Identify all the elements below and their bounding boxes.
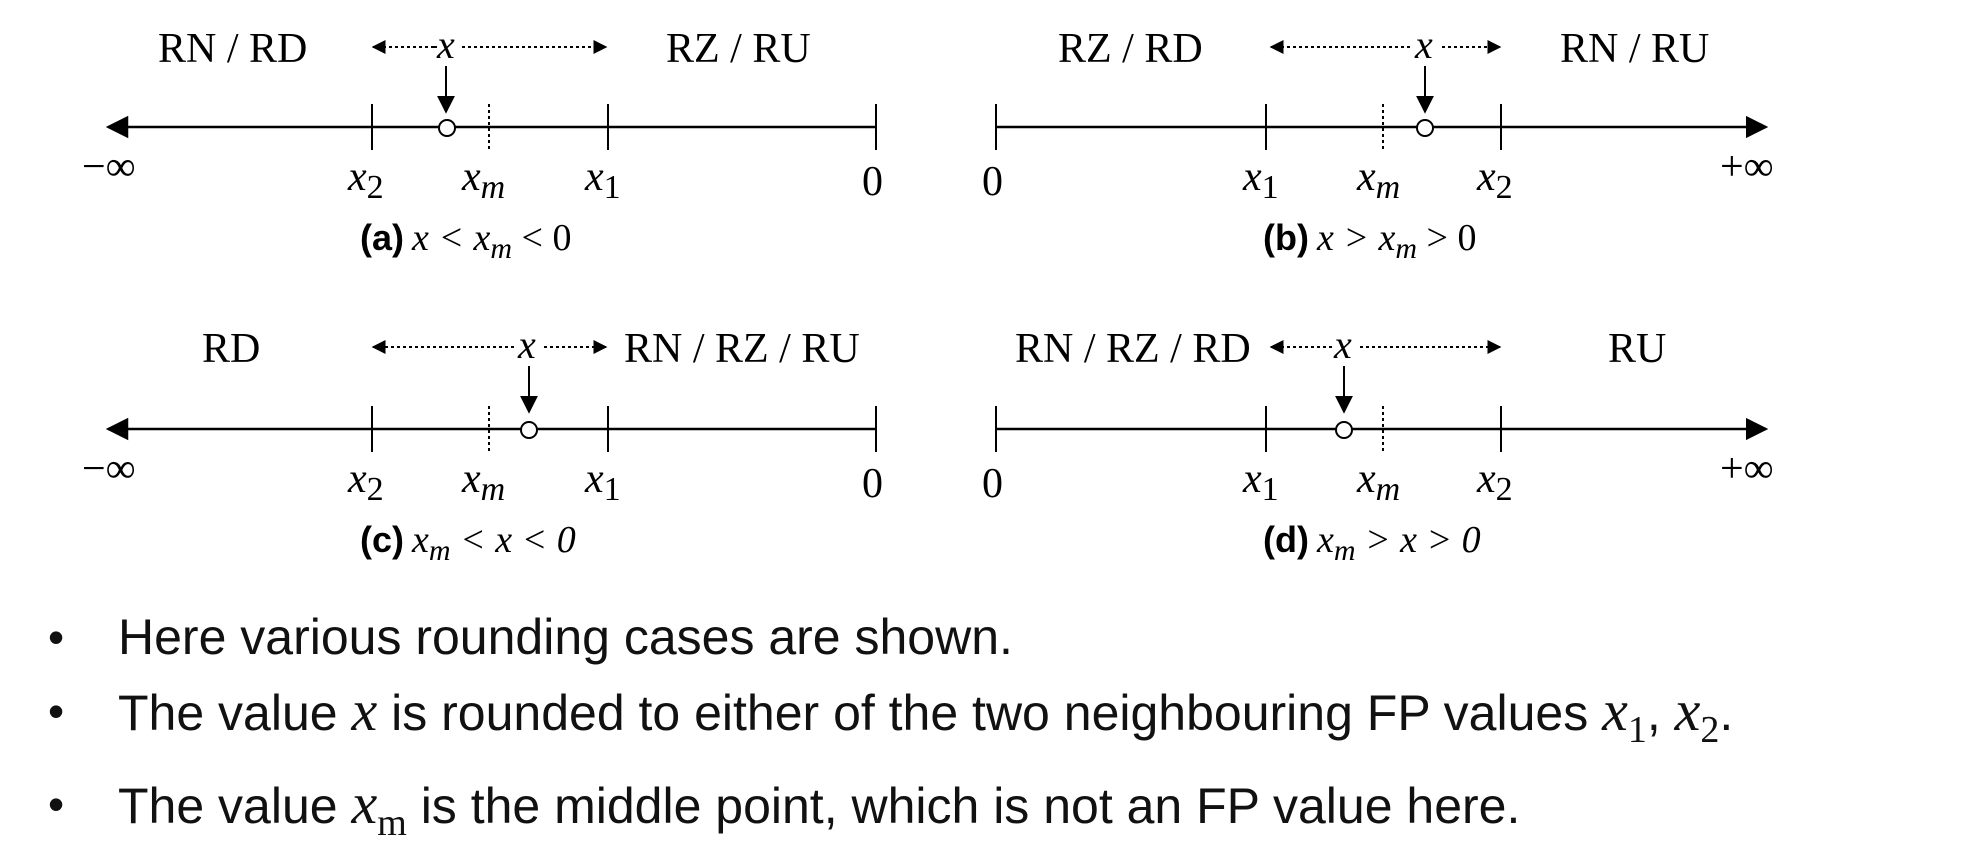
panel-c-left-label: RD bbox=[202, 326, 260, 372]
bullet-text-post: . bbox=[1719, 685, 1734, 741]
math-sub-m: m bbox=[377, 802, 407, 844]
panel-a-caption: (a)x < xm < 0 bbox=[360, 217, 571, 265]
panel-d-x-point bbox=[1335, 421, 1353, 439]
panel-d-label-xm: xm bbox=[1356, 456, 1400, 508]
panel-c-right-label: RN / RZ / RU bbox=[624, 326, 860, 372]
panel-a-label-x2: x2 bbox=[347, 154, 384, 206]
panel-a-axis-end-left: −∞ bbox=[82, 144, 136, 190]
panel-a: RN / RD RZ / RU x −∞ 0 x2 xm x1 (a)x < x… bbox=[82, 22, 883, 265]
panel-b-label-x1: x1 bbox=[1242, 154, 1279, 206]
panel-b-right-label: RN / RU bbox=[1560, 26, 1709, 72]
math-var-x2: x bbox=[1674, 678, 1701, 743]
panel-c-axis-end-left: −∞ bbox=[82, 446, 136, 492]
bullet-item: • Here various rounding cases are shown. bbox=[48, 600, 1733, 674]
panel-c-axis-end-right: 0 bbox=[862, 461, 883, 507]
bullet-symbol: • bbox=[48, 685, 65, 737]
panel-c: RD RN / RZ / RU x −∞ 0 x2 xm x1 (c)xm < … bbox=[82, 322, 883, 567]
panel-c-label-xm: xm bbox=[461, 456, 505, 508]
panel-c-label-x1: x1 bbox=[584, 456, 621, 508]
panel-d-right-label: RU bbox=[1608, 326, 1666, 372]
bullet-text: Here various rounding cases are shown. bbox=[118, 609, 1013, 665]
panel-d-axis-end-left: 0 bbox=[982, 461, 1003, 507]
bullet-text-mid: is rounded to either of the two neighbou… bbox=[377, 685, 1603, 741]
panel-d-axis-end-right: +∞ bbox=[1720, 446, 1774, 492]
panel-a-right-label: RZ / RU bbox=[666, 26, 811, 72]
panel-d-caption: (d)xm > x > 0 bbox=[1263, 519, 1481, 567]
panel-d: RN / RZ / RD RU x 0 +∞ x1 xm x2 (d)xm > … bbox=[982, 322, 1774, 567]
bullet-text-sep: , bbox=[1646, 685, 1675, 741]
panel-b: RZ / RD RN / RU x 0 +∞ x1 xm x2 (b)x > x… bbox=[982, 22, 1774, 265]
panel-a-label-xm: xm bbox=[461, 154, 505, 206]
panel-b-axis-end-left: 0 bbox=[982, 159, 1003, 205]
bullet-symbol: • bbox=[48, 778, 65, 830]
panel-a-x-point bbox=[438, 119, 456, 137]
bullet-text-pre: The value bbox=[118, 685, 352, 741]
panel-a-label-x1: x1 bbox=[584, 154, 621, 206]
explanation-bullets: • Here various rounding cases are shown.… bbox=[48, 600, 1733, 860]
panel-c-x-point bbox=[520, 421, 538, 439]
panel-d-x-label: x bbox=[1333, 322, 1352, 367]
math-var-x1: x bbox=[1602, 678, 1628, 743]
bullet-item: • The value x is rounded to either of th… bbox=[48, 674, 1733, 767]
bullet-item: • The value xm is the middle point, whic… bbox=[48, 767, 1733, 860]
panel-b-label-x2: x2 bbox=[1476, 154, 1513, 206]
panel-a-x-label: x bbox=[436, 22, 455, 67]
panel-c-x-label: x bbox=[517, 322, 536, 367]
panel-d-label-x1: x1 bbox=[1242, 456, 1279, 508]
math-sub-1: 1 bbox=[1627, 709, 1647, 751]
panel-b-x-point bbox=[1416, 119, 1434, 137]
panel-b-left-label: RZ / RD bbox=[1058, 26, 1203, 72]
bullet-symbol: • bbox=[48, 611, 65, 663]
math-var-x: x bbox=[351, 678, 378, 743]
math-sub-2: 2 bbox=[1700, 709, 1720, 751]
panel-c-label-x2: x2 bbox=[347, 456, 384, 508]
rounding-cases-diagram: RN / RD RZ / RU x −∞ 0 x2 xm x1 (a)x < x… bbox=[82, 22, 1774, 567]
math-var-xm: x bbox=[351, 771, 378, 836]
panel-b-caption: (b)x > xm > 0 bbox=[1263, 217, 1476, 265]
panel-d-label-x2: x2 bbox=[1476, 456, 1513, 508]
panel-d-left-label: RN / RZ / RD bbox=[1015, 326, 1251, 372]
panel-b-x-label: x bbox=[1414, 22, 1433, 67]
panel-a-left-label: RN / RD bbox=[158, 26, 307, 72]
panel-b-axis-end-right: +∞ bbox=[1720, 144, 1774, 190]
bullet-text-pre: The value bbox=[118, 778, 352, 834]
panel-c-caption: (c)xm < x < 0 bbox=[360, 519, 576, 567]
bullet-text-post: is the middle point, which is not an FP … bbox=[406, 778, 1521, 834]
panel-b-label-xm: xm bbox=[1356, 154, 1400, 206]
panel-a-axis-end-right: 0 bbox=[862, 159, 883, 205]
